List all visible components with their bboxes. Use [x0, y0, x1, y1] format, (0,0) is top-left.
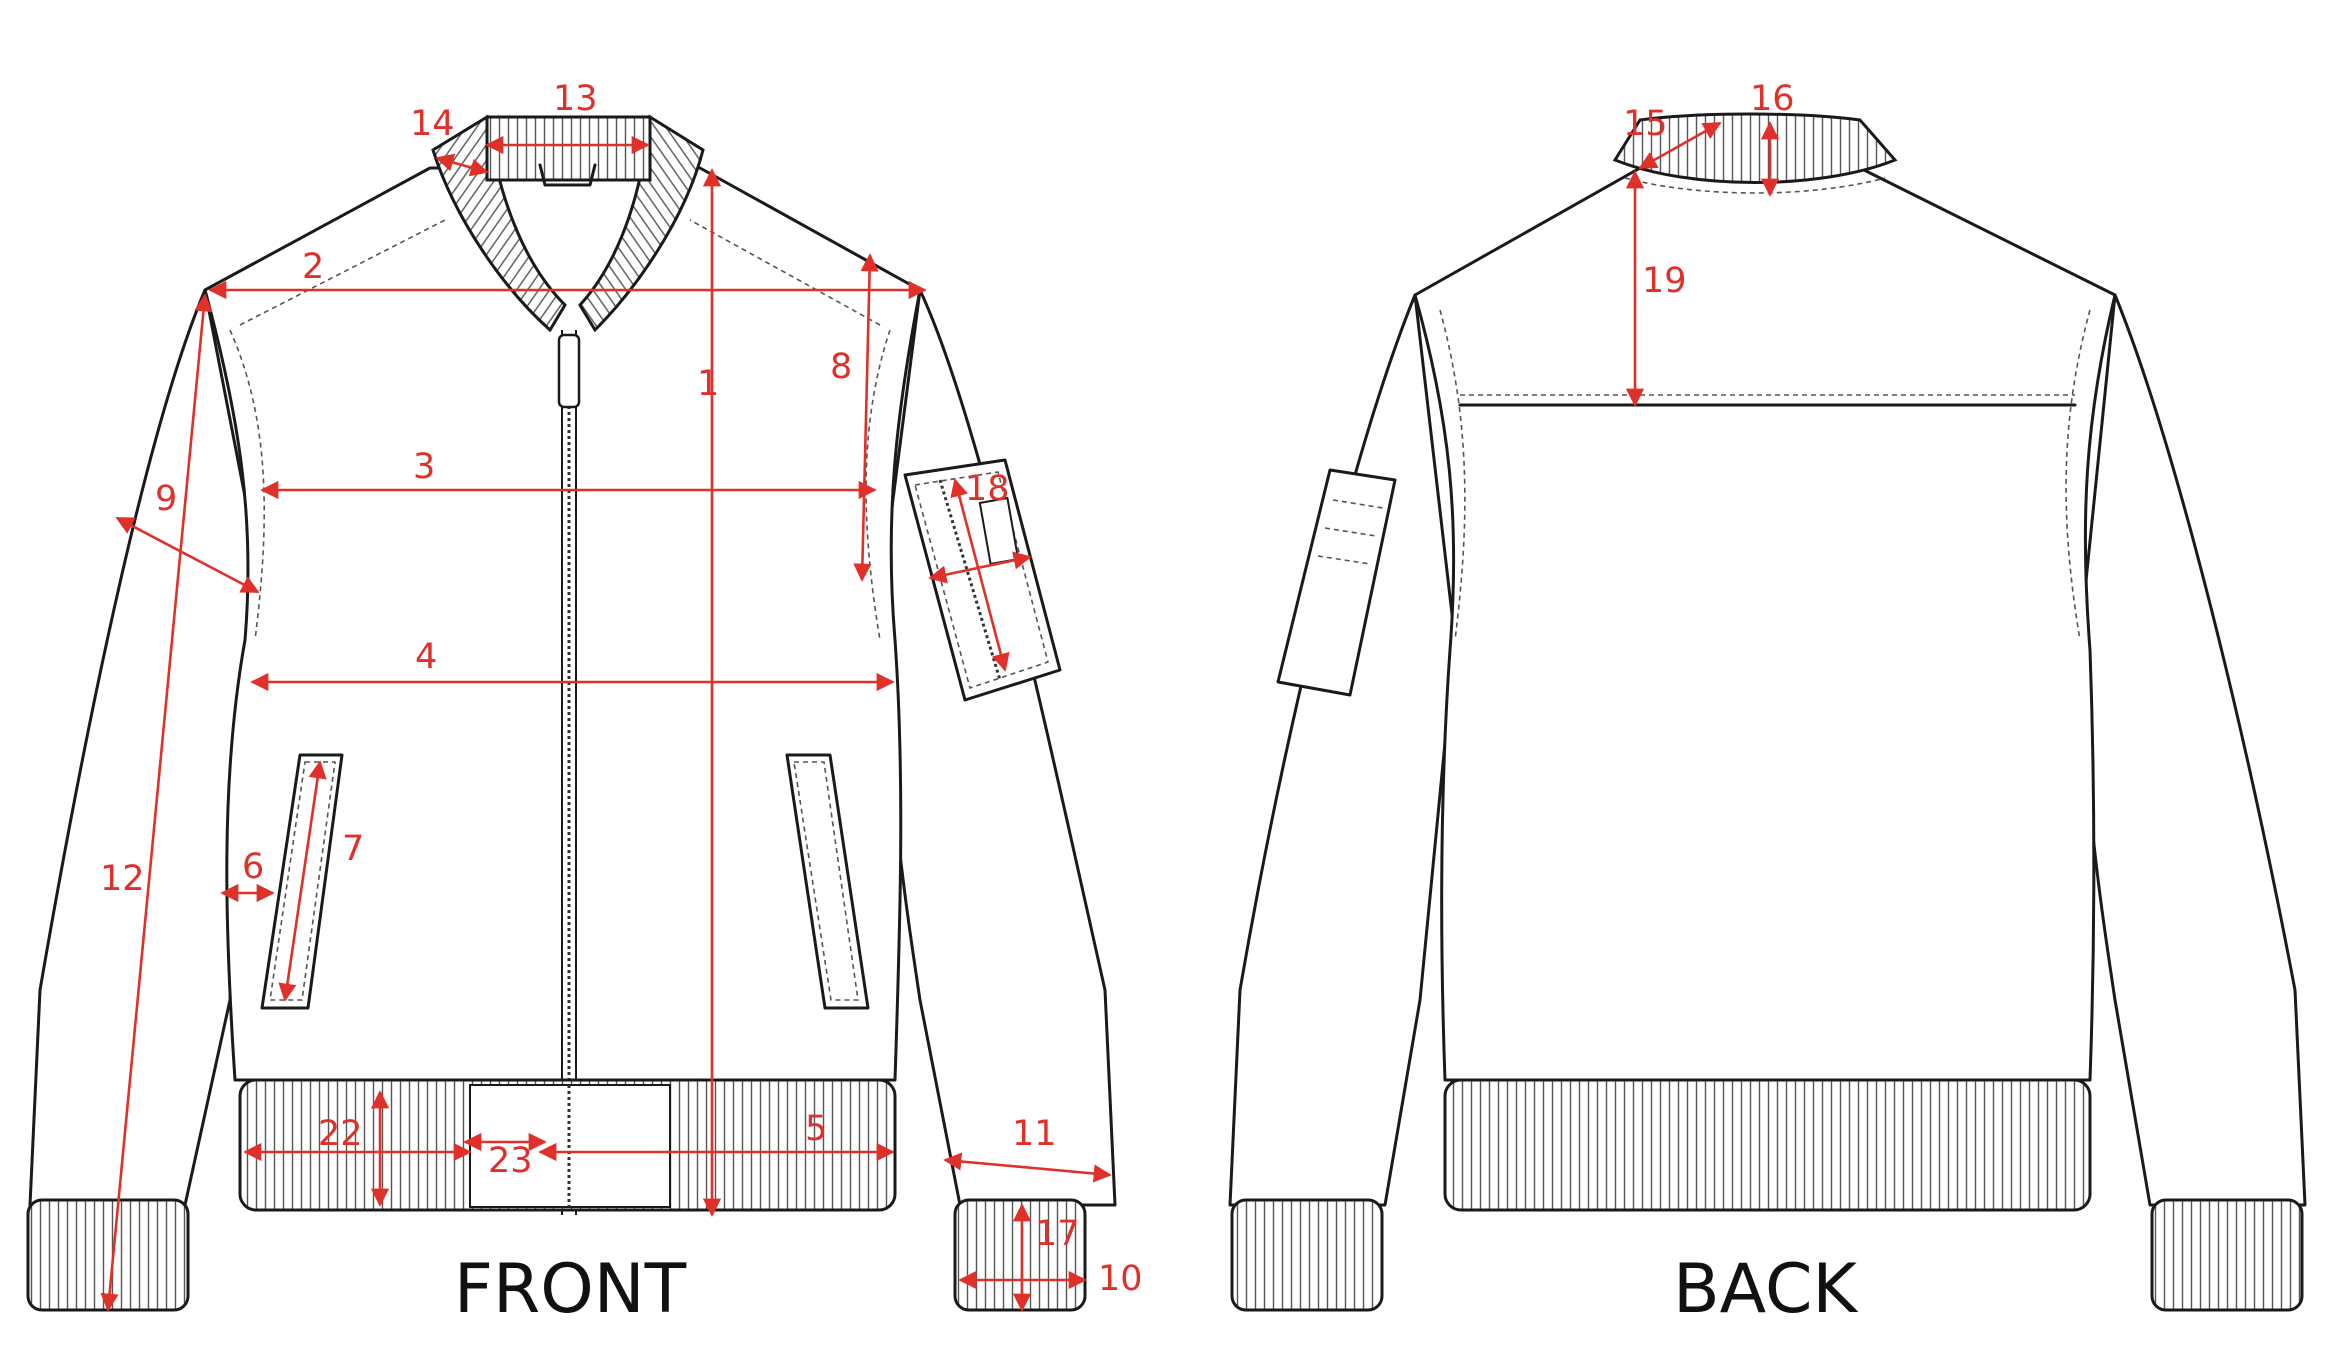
measure-number-18: 18: [965, 469, 1010, 509]
back-right-cuff: [2150, 1198, 2304, 1312]
measure-number-7: 7: [342, 829, 364, 869]
back-right-raglan-stitch: [2065, 309, 2091, 641]
measure-number-9: 9: [155, 479, 177, 519]
measure-number-22: 22: [318, 1114, 363, 1154]
measure-number-3: 3: [413, 447, 435, 487]
measure-number-6: 6: [242, 847, 264, 887]
measure-number-12: 12: [100, 859, 145, 899]
back-left-sleeve: [1228, 293, 1457, 1207]
front-left-sleeve: [28, 288, 267, 1207]
front-right-welt-pocket-stitch: [793, 761, 859, 1001]
measure-number-1: 1: [697, 364, 719, 404]
back-waistband: [1443, 1078, 2092, 1212]
measure-number-5: 5: [805, 1109, 827, 1149]
front-neck-tab: [538, 163, 597, 187]
measurement-numbers: 1 2 3 4 5 6 7 8 9 10 11 12 13 14 15 16 1…: [100, 79, 1795, 1299]
front-collar-back: [485, 115, 652, 182]
measure-number-8: 8: [830, 347, 852, 387]
front-right-welt-pocket: [785, 753, 870, 1010]
measure-line-12: [100, 293, 213, 1312]
measure-line-18b: [950, 478, 1010, 672]
measure-number-14: 14: [410, 104, 455, 144]
measurement-lines: [100, 121, 1780, 1312]
measure-number-11: 11: [1012, 1114, 1057, 1154]
measure-number-4: 4: [415, 637, 437, 677]
front-collar-right: [578, 114, 705, 333]
measure-line-14: [435, 153, 489, 177]
measure-number-23: 23: [488, 1141, 533, 1181]
measure-number-15: 15: [1623, 104, 1668, 144]
front-view-label: FRONT: [454, 1250, 687, 1329]
front-left-raglan-seam: [229, 329, 266, 641]
measure-line-8: [853, 253, 879, 582]
measure-number-16: 16: [1750, 79, 1795, 119]
back-collar-stitch: [1624, 177, 1886, 194]
front-view: [26, 114, 1117, 1312]
measure-line-15: [1638, 121, 1722, 170]
front-right-sleeve: [878, 288, 1117, 1207]
measure-number-10: 10: [1098, 1259, 1143, 1299]
measure-number-17: 17: [1035, 1214, 1080, 1254]
back-left-raglan-stitch: [1439, 309, 1466, 641]
measure-line-11: [943, 1152, 1112, 1183]
front-left-cuff: [26, 1198, 190, 1312]
measure-number-19: 19: [1642, 261, 1687, 301]
back-right-sleeve: [2078, 293, 2307, 1207]
measure-line-7: [278, 760, 327, 1002]
zipper-pull-icon: [557, 333, 581, 409]
back-left-cuff: [1230, 1198, 1384, 1312]
back-sleeve-patch: [1276, 468, 1397, 697]
measure-number-13: 13: [553, 79, 598, 119]
front-left-yoke-stitch: [239, 219, 446, 326]
back-view: [1228, 112, 2307, 1312]
back-view-label: BACK: [1673, 1250, 1859, 1329]
back-body: [1413, 166, 2117, 1082]
front-right-yoke-stitch: [689, 219, 881, 326]
measure-number-2: 2: [302, 247, 324, 287]
